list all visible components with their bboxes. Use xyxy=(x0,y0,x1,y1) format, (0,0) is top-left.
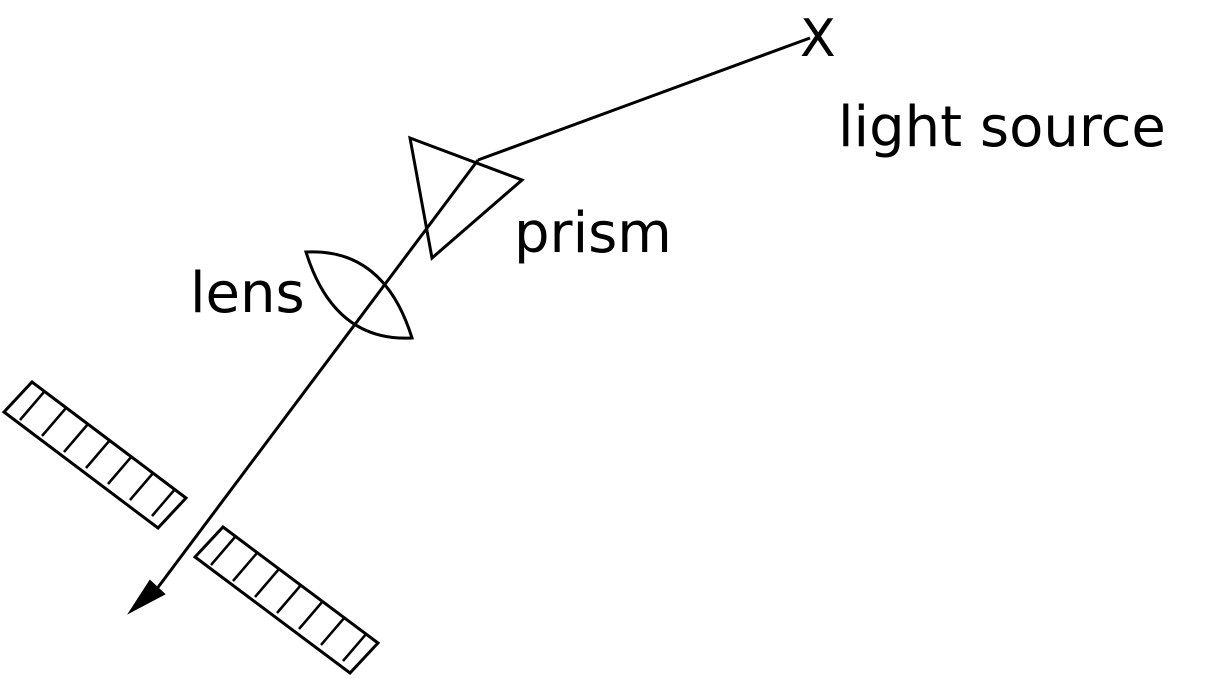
light-source-label: light source xyxy=(838,95,1166,160)
lens xyxy=(303,250,415,340)
ray-prism-to-screen xyxy=(148,159,480,599)
prism-label: prism xyxy=(514,201,672,266)
prism xyxy=(408,135,525,261)
arrowhead xyxy=(127,579,166,615)
slit-plate-right xyxy=(192,524,381,676)
ray-source-to-prism xyxy=(477,36,811,162)
slit-plate-left xyxy=(1,379,189,531)
lens-label: lens xyxy=(190,261,305,326)
